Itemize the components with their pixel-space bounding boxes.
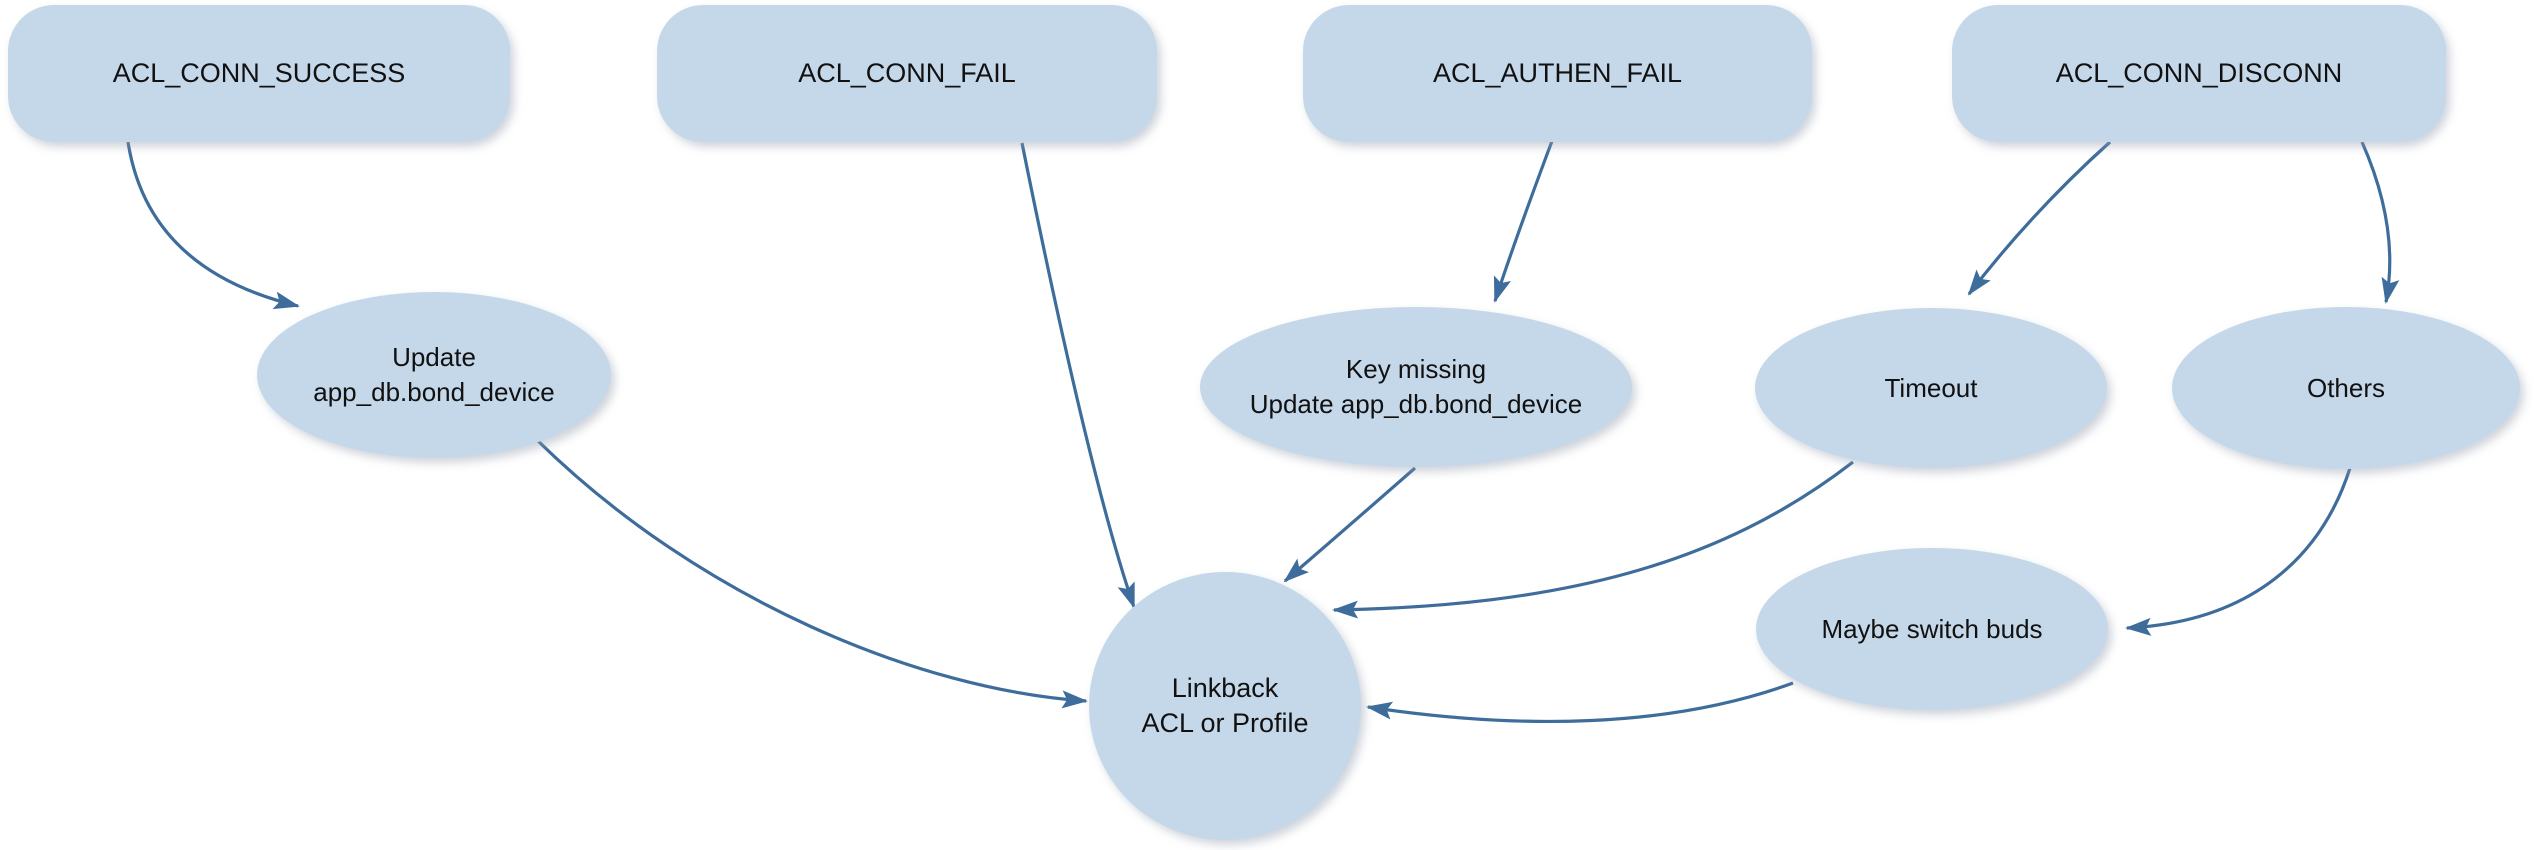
node-update-bond-device: Update app_db.bond_device [257,292,611,458]
node-others: Others [2172,307,2520,469]
node-acl-conn-disconn: ACL_CONN_DISCONN [1952,5,2446,142]
edge-acl-authen-fail-to-key-missing [1493,140,1554,303]
node-label: Linkback ACL or Profile [1141,673,1309,738]
edge-update-to-linkback [535,438,1088,709]
node-label: Timeout [1884,372,1978,403]
node-label: ACL_CONN_FAIL [798,58,1016,88]
edge-key-missing-to-linkback [1283,466,1417,583]
node-label: Update app_db.bond_device [313,342,555,407]
edge-acl-conn-disconn-to-timeout [1967,140,2112,296]
node-maybe-switch-buds: Maybe switch buds [1756,548,2108,710]
edge-others-to-maybe-switch-buds [2125,467,2352,636]
node-label: Others [2306,372,2386,403]
node-acl-authen-fail: ACL_AUTHEN_FAIL [1303,5,1812,142]
node-label: ACL_CONN_DISCONN [2055,58,2343,88]
node-label: ACL_CONN_SUCCESS [112,58,406,88]
node-label: Key missing Update app_db.bond_device [1249,354,1583,419]
edge-timeout-to-linkback [1332,460,1854,619]
node-key-missing: Key missing Update app_db.bond_device [1200,307,1632,467]
node-acl-conn-success: ACL_CONN_SUCCESS [8,5,510,142]
node-acl-conn-fail: ACL_CONN_FAIL [657,5,1157,142]
node-linkback-acl-or-profile: Linkback ACL or Profile [1089,572,1361,840]
node-label: ACL_AUTHEN_FAIL [1432,58,1683,88]
edge-maybe-switch-buds-to-linkback [1366,681,1794,724]
edge-acl-conn-fail-to-linkback [1020,142,1136,609]
node-label: Maybe switch buds [1821,613,2043,644]
edge-acl-conn-disconn-to-others [2360,141,2400,304]
edge-acl-conn-success-to-update [126,141,300,310]
node-timeout: Timeout [1755,308,2107,468]
